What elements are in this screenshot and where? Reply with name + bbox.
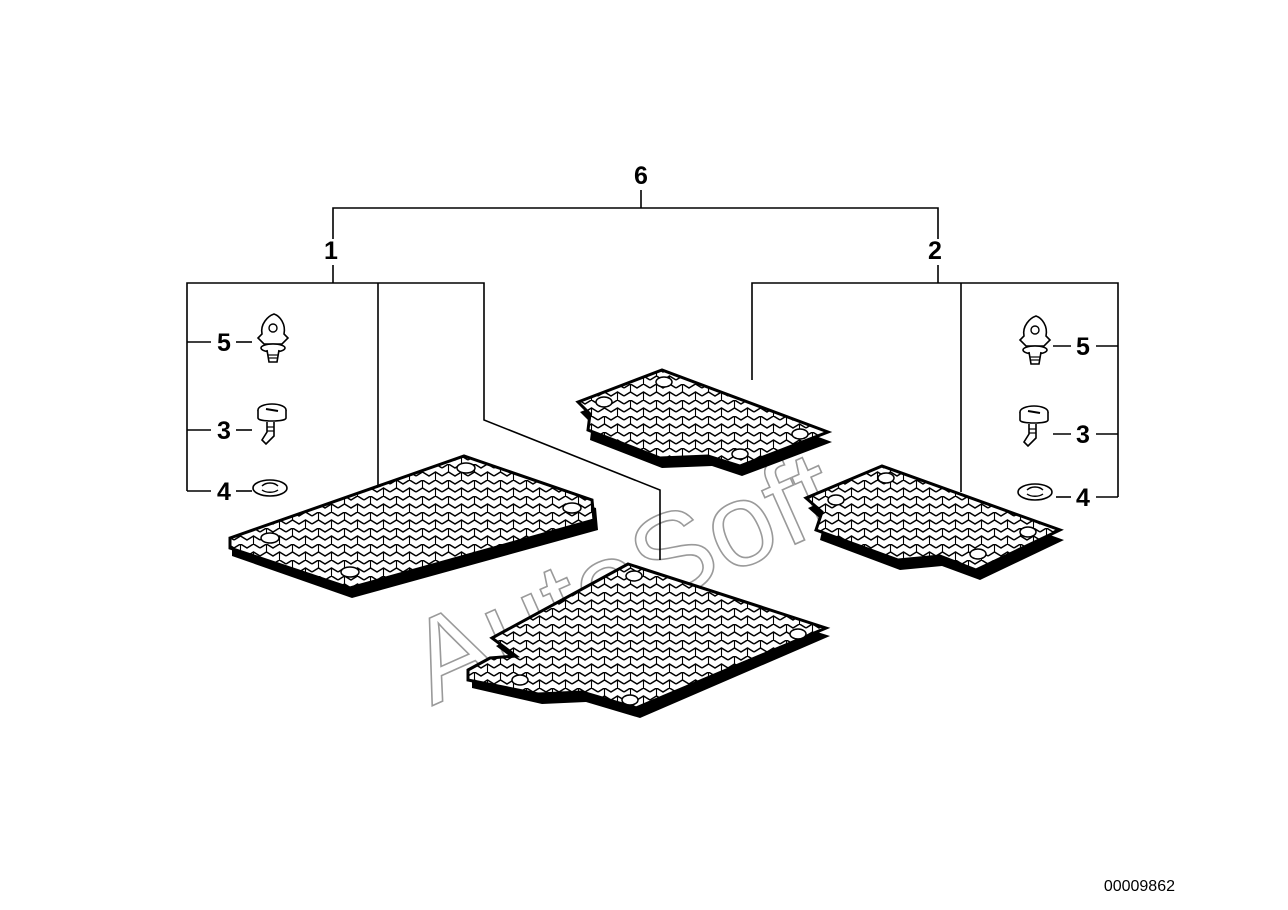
callout-right-5: 5: [1076, 333, 1090, 361]
right-group-bracket: 2: [751, 237, 1119, 498]
callout-left-3: 3: [217, 417, 231, 445]
callout-left-5: 5: [217, 329, 231, 357]
washer-icon: [252, 479, 288, 497]
callout-right-4: 4: [1076, 484, 1090, 512]
callout-6: 6: [634, 162, 648, 190]
floor-mat-front-right: [575, 368, 833, 476]
reference-number: 00009862: [1104, 878, 1175, 895]
callout-right-3: 3: [1076, 421, 1090, 449]
callout-2: 2: [928, 237, 942, 265]
floor-mat-front-left: [228, 454, 598, 598]
washer-icon: [1017, 483, 1053, 501]
callout-1: 1: [324, 237, 338, 265]
screw-icon: [1019, 405, 1049, 448]
callout-left-4: 4: [217, 478, 231, 506]
screw-icon: [257, 403, 287, 446]
clip-icon: [1018, 315, 1052, 365]
left-group-bracket: 1: [186, 237, 661, 560]
kit-bracket: 6: [332, 162, 939, 239]
floor-mat-rear-center: [466, 562, 831, 718]
floor-mat-rear-right: [803, 464, 1064, 580]
clip-icon: [256, 313, 290, 363]
